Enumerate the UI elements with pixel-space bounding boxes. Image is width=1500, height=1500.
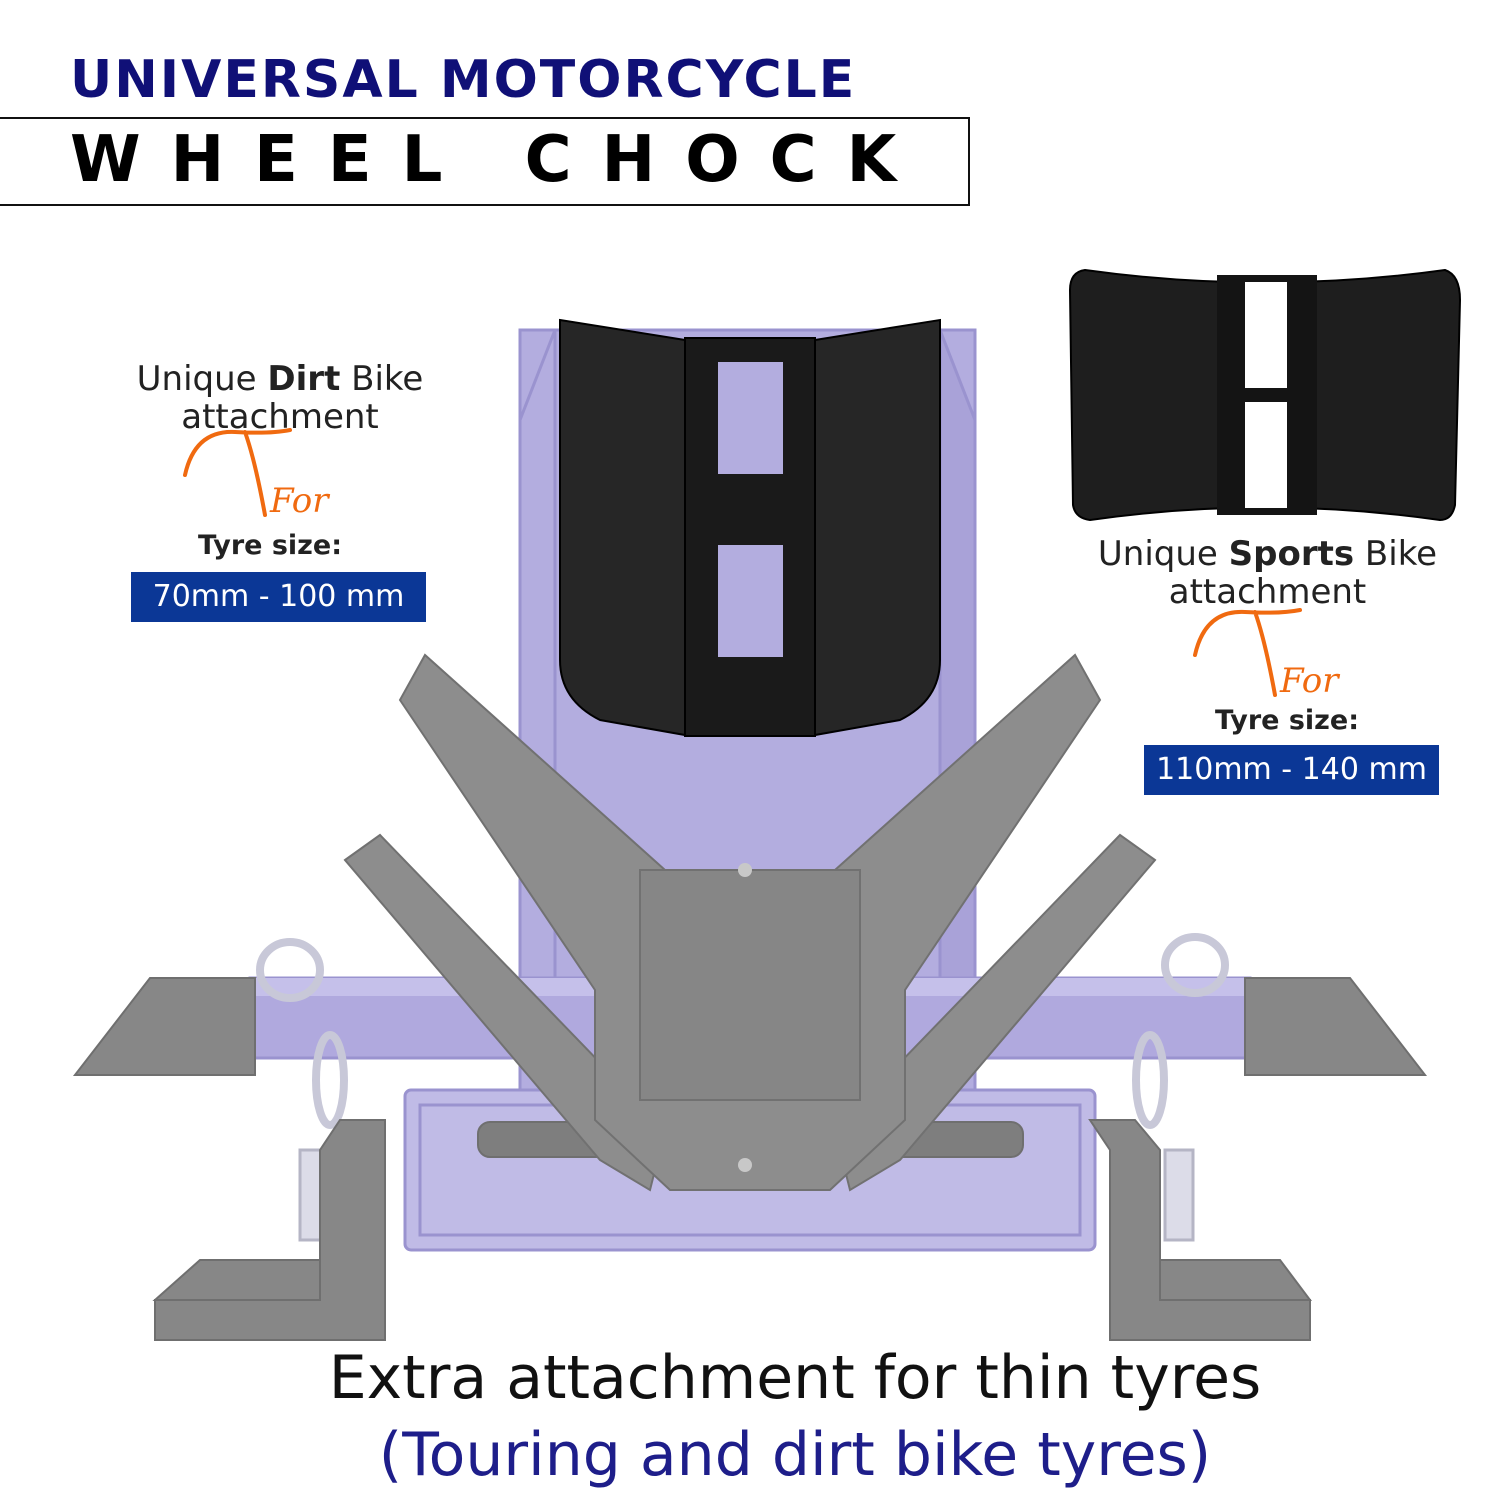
sports-pad [1068,268,1462,522]
sports-script-text: For [1279,661,1340,701]
dirt-script-for: For [183,428,330,521]
footer-line-1: Extra attachment for thin tyres [328,1343,1262,1413]
title-frame [0,117,970,206]
dirt-script-text: For [269,481,330,521]
sports-bike-callout: Unique Sports Bike attachment [1095,535,1440,611]
dirt-callout-heading: Unique Dirt Bike [136,359,424,399]
dirt-callout-bold: Dirt [267,359,341,399]
title-line-2: WHEEL CHOCK [70,123,927,197]
title-line-1: UNIVERSAL MOTORCYCLE [70,50,857,110]
sports-tyre-label: Tyre size: [1215,705,1359,736]
footer-line-2: (Touring and dirt bike tyres) [378,1420,1212,1490]
sports-script-for: For [1193,608,1340,701]
v-cradle [343,653,1157,1192]
mounted-pad [559,318,941,737]
sports-callout-heading: Unique Sports Bike [1097,534,1438,574]
sports-callout-bold: Sports [1228,534,1355,574]
sports-size-badge: 110mm - 140 mm [1144,745,1439,795]
dirt-tyre-label: Tyre size: [198,530,342,561]
sports-callout-subheading: attachment [1168,572,1367,612]
dirt-size-badge: 70mm - 100 mm [131,572,426,622]
